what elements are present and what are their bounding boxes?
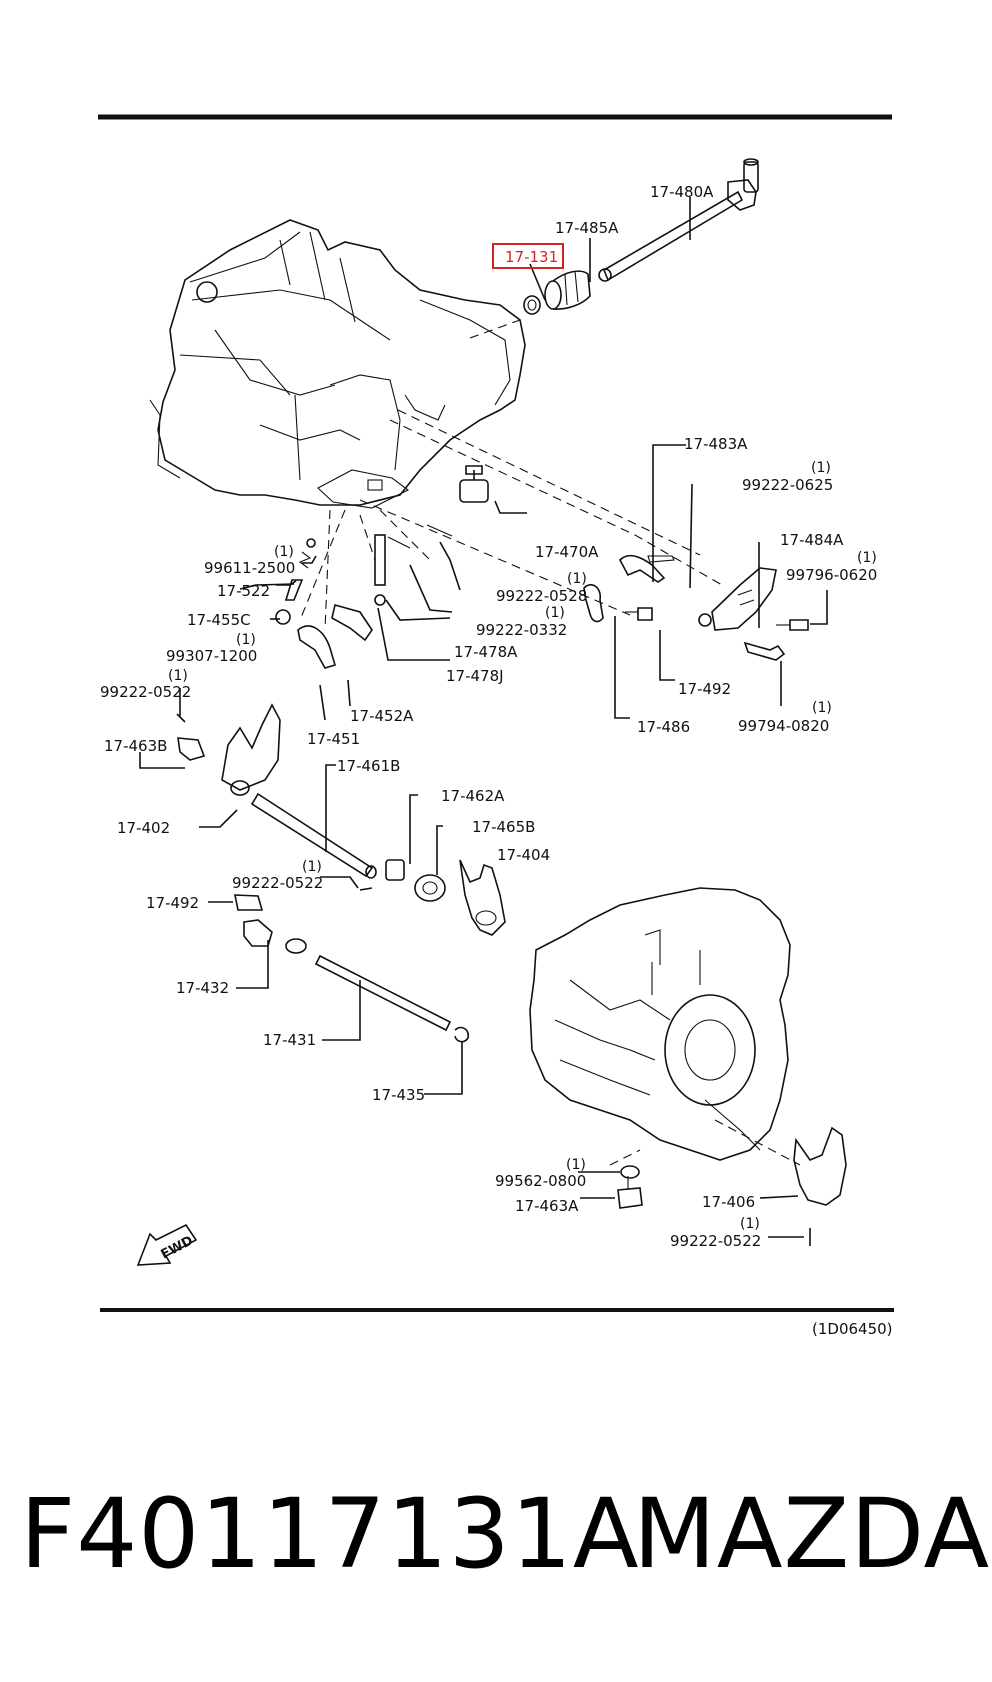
label-17-492-lower: 17-492: [146, 894, 199, 912]
label-17-431: 17-431: [263, 1031, 316, 1049]
label-99611-2500: 99611-2500: [204, 559, 295, 577]
bolt-99796-0620: [776, 619, 809, 631]
bolt-99794-0820: [743, 641, 786, 661]
shift-rod-17-431: [314, 954, 452, 1032]
plug-17-463A: [617, 1176, 643, 1209]
label-17-480A: 17-480A: [650, 183, 714, 201]
shift-rod-17-480A: [598, 158, 759, 282]
qty-99222-0528: (1): [567, 571, 587, 587]
label-17-486: 17-486: [637, 718, 690, 736]
qty-99611-2500: (1): [274, 544, 294, 560]
leader-lines: [139, 197, 828, 1238]
bolt-17-492-upper: [625, 607, 653, 621]
qty-99222-0522-a: (1): [168, 668, 188, 684]
label-17-404: 17-404: [497, 846, 550, 864]
qty-99222-0332: (1): [545, 605, 565, 621]
lever-17-483A: [619, 554, 675, 583]
boot-17-485A: [544, 270, 591, 310]
label-99794-0820: 99794-0820: [738, 717, 829, 735]
label-17-478J: 17-478J: [446, 667, 504, 685]
transaxle-case-lower: [529, 887, 801, 1166]
part-number: F40117131A: [20, 1478, 640, 1590]
label-99222-0625: 99222-0625: [742, 476, 833, 494]
label-17-463A: 17-463A: [515, 1197, 579, 1215]
qty-99307-1200: (1): [236, 632, 256, 648]
sleeve-17-465B: [414, 874, 446, 902]
block-17-462A: [385, 859, 405, 881]
label-99562-0800: 99562-0800: [495, 1172, 586, 1190]
qty-99794-0820: (1): [812, 700, 832, 716]
pin-99222-0522-a: [176, 713, 186, 723]
qty-99222-0522-c: (1): [740, 1216, 760, 1232]
assembly-guide-lines: [299, 319, 723, 631]
brand-name: MAZDA: [633, 1478, 991, 1590]
label-17-461B: 17-461B: [337, 757, 400, 775]
qty-99222-0625: (1): [811, 460, 831, 476]
label-99222-0522-a: 99222-0522: [100, 683, 191, 701]
label-17-478A: 17-478A: [454, 643, 518, 661]
label-17-432: 17-432: [176, 979, 229, 997]
label-17-462A: 17-462A: [441, 787, 505, 805]
label-99222-0522-b: 99222-0522: [232, 874, 323, 892]
fork-17-406: [793, 1126, 847, 1206]
label-17-485A: 17-485A: [555, 219, 619, 237]
footer: F40117131A MAZDA: [0, 1478, 992, 1598]
shift-rod-17-461B: [250, 792, 377, 879]
drawing-code: (1D06450): [812, 1320, 893, 1338]
fwd-arrow-icon: FWD: [136, 1223, 198, 1266]
label-17-455C: 17-455C: [187, 611, 251, 629]
arm-17-486: [583, 584, 604, 623]
label-17-406: 17-406: [702, 1193, 755, 1211]
small-parts-left: [275, 524, 453, 669]
fork-17-404: [459, 859, 506, 936]
label-17-402: 17-402: [117, 819, 170, 837]
label-17-465B: 17-465B: [472, 818, 535, 836]
part-17-470A: [459, 465, 489, 503]
label-17-483A: 17-483A: [684, 435, 748, 453]
clip-17-435: [454, 1026, 470, 1043]
fwd-label: FWD: [159, 1233, 196, 1262]
qty-99796-0620: (1): [857, 550, 877, 566]
callout-labels: 17-480A 17-485A 17-131 17-483A (1) 99222…: [100, 183, 893, 1338]
label-17-522: 17-522: [217, 582, 270, 600]
label-17-451: 17-451: [307, 730, 360, 748]
label-17-435: 17-435: [372, 1086, 425, 1104]
lever-17-432: [243, 919, 307, 954]
label-17-492-upper: 17-492: [678, 680, 731, 698]
label-99222-0332: 99222-0332: [476, 621, 567, 639]
label-17-463B: 17-463B: [104, 737, 167, 755]
bolt-17-492-lower: [234, 894, 264, 911]
highlight-box: [492, 243, 564, 269]
fork-17-402: [177, 703, 281, 796]
label-99796-0620: 99796-0620: [786, 566, 877, 584]
washer-99562-0800: [620, 1165, 640, 1179]
qty-99562-0800: (1): [566, 1157, 586, 1173]
label-99222-0522-c: 99222-0522: [670, 1232, 761, 1250]
qty-99222-0522-b: (1): [302, 859, 322, 875]
pin-99222-0522-b: [359, 887, 373, 891]
label-99222-0528: 99222-0528: [496, 587, 587, 605]
label-17-452A: 17-452A: [350, 707, 414, 725]
label-17-131: 17-131: [505, 248, 558, 266]
label-17-484A: 17-484A: [780, 531, 844, 549]
bracket-17-484A: [698, 567, 777, 631]
seal-17-131: [523, 295, 541, 315]
transaxle-case-upper: [149, 219, 526, 509]
label-17-470A: 17-470A: [535, 543, 599, 561]
label-99307-1200: 99307-1200: [166, 647, 257, 665]
